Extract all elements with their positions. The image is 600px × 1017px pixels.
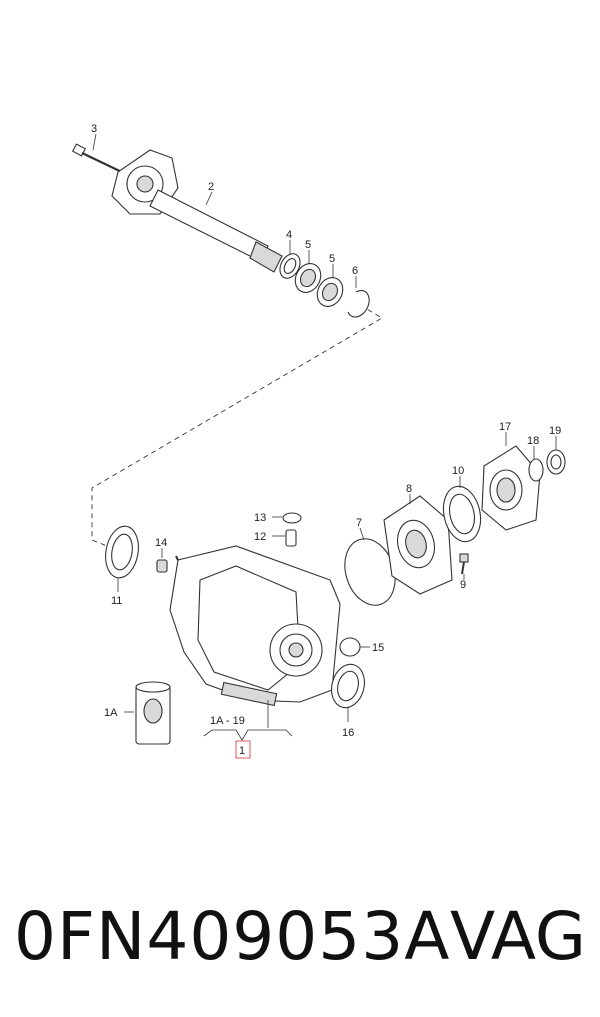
part-1a-oil-can[interactable] [124,681,171,745]
part-9-bolt[interactable] [459,553,469,580]
assembly-dash-line [91,304,383,549]
callout-2: 2 [208,181,214,193]
exploded-parts-diagram: 3 2 4 5 5 6 17 18 19 10 8 7 13 12 14 9 1… [71,123,566,759]
part-17-output-flange[interactable] [481,432,541,531]
callout-17: 17 [499,421,511,433]
callout-3: 3 [91,123,97,135]
callout-16: 16 [342,727,354,739]
callout-6: 6 [352,265,358,277]
part-1-highlight-box [235,740,251,759]
callout-11: 11 [111,595,122,607]
callout-12: 12 [254,531,266,543]
callout-18: 18 [527,435,539,447]
callout-14: 14 [155,537,167,549]
part-10-ring[interactable] [439,476,486,545]
part-3-bolt[interactable] [71,133,129,176]
callout-15: 15 [372,642,384,654]
part-8-flange-housing[interactable] [383,494,453,595]
part-footer: 0FN409053A VAG [0,870,600,1010]
part-1-transfer-case[interactable] [169,545,341,728]
callout-1a-19: 1A - 19 [210,715,245,727]
part-5-bearing-b[interactable] [312,264,347,311]
part-16-seal[interactable] [327,661,369,722]
callout-1[interactable]: 1 [239,745,245,757]
part-5-bearing-a[interactable] [290,250,325,297]
part-15-cap[interactable] [339,637,370,657]
part-4-ring[interactable] [276,240,304,282]
part-14-plug[interactable] [156,548,168,573]
callout-9: 9 [460,579,466,591]
brand-name: VAG [449,898,586,975]
part-12-sleeve[interactable] [272,529,297,547]
group-bracket [203,729,293,741]
callout-7: 7 [356,517,362,529]
part-13-cap[interactable] [272,512,302,524]
callout-19: 19 [549,425,561,437]
part-18-washer[interactable] [528,446,544,482]
part-2-drive-shaft[interactable] [111,149,283,273]
part-6-circlip[interactable] [347,276,370,318]
callout-10: 10 [452,465,464,477]
callout-1a: 1A [104,707,118,719]
part-19-nut[interactable] [546,436,566,475]
callout-5a: 5 [305,239,311,251]
callout-5b: 5 [329,253,335,265]
part-number: 0FN409053A [14,898,451,975]
part-11-seal[interactable] [102,524,143,592]
callout-13: 13 [254,512,266,524]
callout-4: 4 [286,229,292,241]
callout-8: 8 [406,483,412,495]
